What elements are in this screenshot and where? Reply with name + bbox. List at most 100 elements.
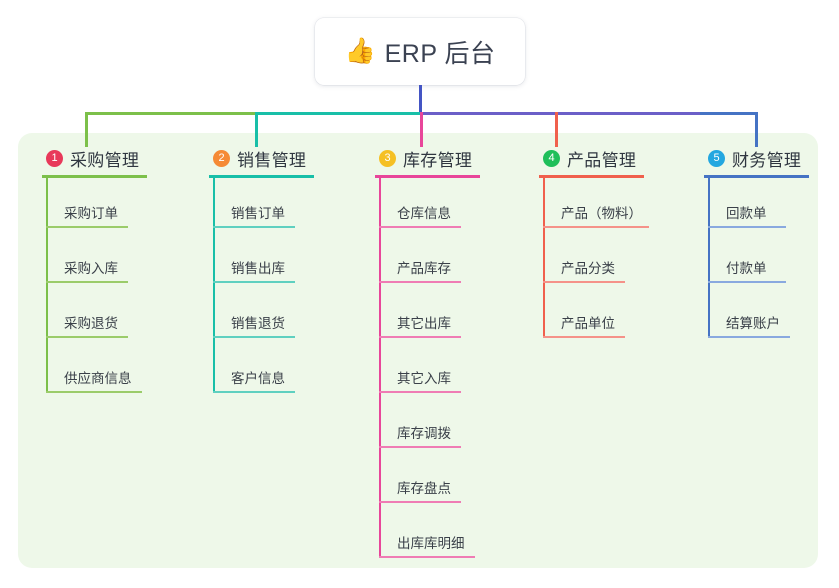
branch-title-5: 财务管理	[732, 150, 802, 170]
branch-column-3: 3 库存管理 仓库信息 产品库存 其它出库 其它入库 库存调拨	[375, 145, 535, 558]
leaf-item[interactable]: 销售订单	[209, 178, 359, 233]
branch-spine-4	[543, 178, 545, 338]
branch-column-4: 4 产品管理 产品（物料） 产品分类 产品单位	[539, 145, 704, 338]
leaf-label: 仓库信息	[397, 206, 451, 221]
leaf-item[interactable]: 结算账户	[704, 288, 839, 343]
leaf-rule	[213, 391, 295, 393]
root-stem-connector	[419, 85, 422, 114]
leaf-rule	[46, 336, 128, 338]
drop-connector-4	[555, 112, 558, 147]
leaf-item[interactable]: 销售出库	[209, 233, 359, 288]
leaf-item[interactable]: 产品（物料）	[539, 178, 704, 233]
leaf-label: 结算账户	[726, 316, 780, 331]
leaf-item[interactable]: 其它出库	[375, 288, 535, 343]
leaf-rule	[543, 281, 625, 283]
branch-spine-2	[213, 178, 215, 393]
leaf-item[interactable]: 销售退货	[209, 288, 359, 343]
leaf-label: 回款单	[726, 206, 767, 221]
branch-header-5[interactable]: 5 财务管理	[704, 145, 839, 171]
drop-connector-5	[755, 112, 758, 147]
leaf-rule	[213, 336, 295, 338]
root-node[interactable]: 👍 ERP 后台	[315, 18, 525, 85]
leaf-rule	[379, 281, 461, 283]
branch-badge-3: 3	[379, 149, 396, 167]
leaf-rule	[708, 336, 790, 338]
leaf-label: 库存调拨	[397, 426, 451, 441]
thumbs-up-icon: 👍	[344, 37, 376, 65]
leaf-item[interactable]: 仓库信息	[375, 178, 535, 233]
leaf-label: 产品库存	[397, 261, 451, 276]
branch-rule-4	[539, 175, 644, 178]
leaf-item[interactable]: 库存调拨	[375, 398, 535, 453]
leaf-label: 出库库明细	[397, 536, 465, 551]
leaf-label: 销售退货	[231, 316, 285, 331]
bus-segment-4	[700, 112, 757, 115]
branch-header-4[interactable]: 4 产品管理	[539, 145, 704, 171]
leaf-label: 产品（物料）	[561, 206, 642, 221]
leaf-label: 供应商信息	[64, 371, 132, 386]
drop-connector-2	[255, 112, 258, 147]
branch-title-3: 库存管理	[403, 150, 473, 170]
branch-column-1: 1 采购管理 采购订单 采购入库 采购退货 供应商信息	[42, 145, 192, 393]
leaf-rule	[213, 226, 295, 228]
leaf-item[interactable]: 客户信息	[209, 343, 359, 398]
leaf-rule	[46, 226, 128, 228]
leaf-rule	[708, 281, 786, 283]
branch-title-4: 产品管理	[567, 150, 637, 170]
branch-badge-2: 2	[213, 149, 230, 167]
leaf-rule	[379, 226, 461, 228]
branch-spine-5	[708, 178, 710, 338]
branch-rule-5	[704, 175, 809, 178]
leaf-label: 客户信息	[231, 371, 285, 386]
leaf-label: 其它入库	[397, 371, 451, 386]
leaf-label: 产品单位	[561, 316, 615, 331]
leaf-rule	[46, 281, 128, 283]
branch-title-2: 销售管理	[237, 150, 307, 170]
diagram-background-panel	[18, 133, 818, 568]
branch-header-2[interactable]: 2 销售管理	[209, 145, 359, 171]
leaf-rule	[379, 391, 461, 393]
leaf-item[interactable]: 产品库存	[375, 233, 535, 288]
branch-title-1: 采购管理	[70, 150, 140, 170]
branch-column-5: 5 财务管理 回款单 付款单 结算账户	[704, 145, 839, 338]
branch-spine-1	[46, 178, 48, 393]
leaf-item[interactable]: 付款单	[704, 233, 839, 288]
branch-spine-3	[379, 178, 381, 558]
branch-rule-1	[42, 175, 147, 178]
leaf-item[interactable]: 采购订单	[42, 178, 192, 233]
leaf-rule	[379, 446, 461, 448]
leaf-rule	[46, 391, 142, 393]
leaf-item[interactable]: 其它入库	[375, 343, 535, 398]
root-node-title: ERP 后台	[384, 39, 496, 68]
leaf-rule	[379, 556, 475, 558]
leaf-item[interactable]: 采购退货	[42, 288, 192, 343]
branch-header-3[interactable]: 3 库存管理	[375, 145, 535, 171]
leaf-rule	[379, 336, 461, 338]
drop-connector-1	[85, 112, 88, 147]
branch-badge-4: 4	[543, 149, 560, 167]
leaf-item[interactable]: 库存盘点	[375, 453, 535, 508]
bus-segment-3	[420, 112, 702, 115]
bus-segment-1	[85, 112, 257, 115]
branch-column-2: 2 销售管理 销售订单 销售出库 销售退货 客户信息	[209, 145, 359, 393]
leaf-item[interactable]: 采购入库	[42, 233, 192, 288]
leaf-item[interactable]: 供应商信息	[42, 343, 192, 398]
leaf-label: 采购退货	[64, 316, 118, 331]
leaf-item[interactable]: 产品分类	[539, 233, 704, 288]
branch-rule-3	[375, 175, 480, 178]
leaf-label: 付款单	[726, 261, 767, 276]
branch-badge-5: 5	[708, 149, 725, 167]
leaf-item[interactable]: 回款单	[704, 178, 839, 233]
leaf-rule	[379, 501, 461, 503]
leaf-label: 采购入库	[64, 261, 118, 276]
leaf-item[interactable]: 出库库明细	[375, 508, 535, 563]
leaf-item[interactable]: 产品单位	[539, 288, 704, 343]
leaf-label: 其它出库	[397, 316, 451, 331]
leaf-label: 库存盘点	[397, 481, 451, 496]
branch-header-1[interactable]: 1 采购管理	[42, 145, 192, 171]
leaf-rule	[708, 226, 786, 228]
leaf-label: 采购订单	[64, 206, 118, 221]
branch-badge-1: 1	[46, 149, 63, 167]
leaf-rule	[213, 281, 295, 283]
